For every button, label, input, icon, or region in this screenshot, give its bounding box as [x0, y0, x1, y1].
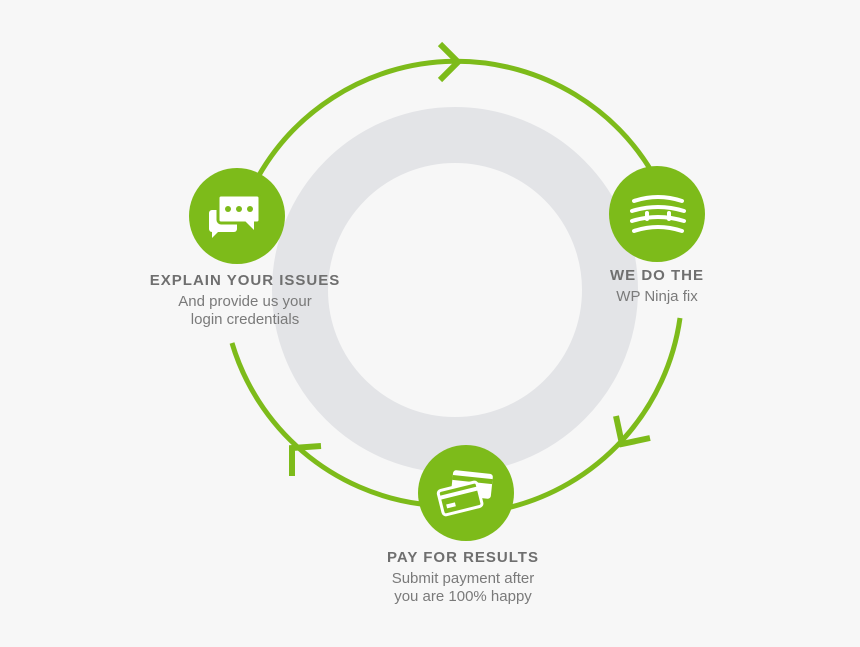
step-we-do-the-fix: WE DO THE WP Ninja fix [537, 266, 777, 306]
step2-description: WP Ninja fix [616, 288, 698, 305]
chat-bubbles-icon [209, 193, 262, 238]
arrow-left-icon [289, 443, 322, 476]
credit-cards-icon [436, 470, 493, 517]
step3-circle [418, 445, 514, 541]
step1-description: And provide us your login credentials [178, 293, 312, 328]
step1-circle [189, 168, 285, 264]
green-arc-left [229, 342, 422, 507]
grey-ring [272, 107, 638, 473]
arrow-right-icon [613, 415, 651, 448]
ninja-mask-icon [630, 195, 686, 233]
step2-circle [609, 166, 705, 262]
step3-title: PAY FOR RESULTS [387, 549, 539, 566]
step3-description: Submit payment after you are 100% happy [391, 570, 535, 605]
step-explain-issues: EXPLAIN YOUR ISSUES And provide us your … [125, 271, 365, 329]
arrow-top-icon [437, 41, 463, 83]
step2-title: WE DO THE [610, 267, 704, 284]
step1-title: EXPLAIN YOUR ISSUES [149, 272, 341, 289]
step-pay-for-results: PAY FOR RESULTS Submit payment after you… [343, 548, 583, 606]
